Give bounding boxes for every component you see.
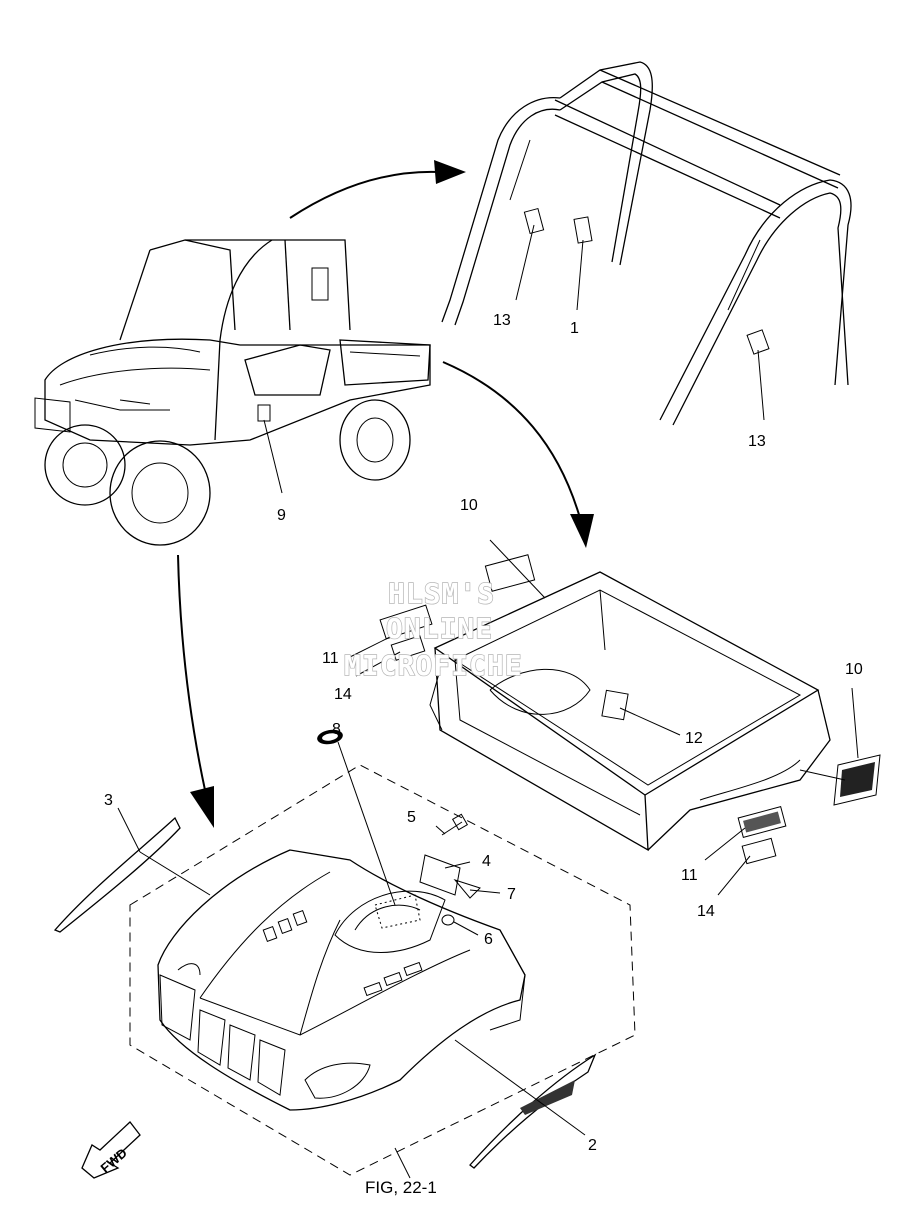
watermark-line-2: ONLINE xyxy=(386,612,493,645)
callout-14-right: 14 xyxy=(697,903,715,920)
callout-3: 3 xyxy=(104,792,113,809)
leader-lines xyxy=(117,224,859,1179)
callout-2: 2 xyxy=(588,1137,597,1154)
callout-10-upper: 10 xyxy=(460,497,478,514)
callout-12: 12 xyxy=(685,730,703,747)
hood-assembly xyxy=(53,729,636,1176)
callout-7: 7 xyxy=(507,886,516,903)
callout-6: 6 xyxy=(484,931,493,948)
callout-11-right: 11 xyxy=(681,867,698,884)
roll-cage-assembly xyxy=(441,61,852,426)
callout-labels: 13 1 13 9 10 11 14 12 10 11 14 8 3 5 4 7… xyxy=(104,312,863,1154)
callout-5: 5 xyxy=(407,809,416,826)
figure-reference: FIG, 22-1 xyxy=(365,1178,437,1197)
callout-9: 9 xyxy=(277,507,286,524)
callout-13-left: 13 xyxy=(493,312,511,329)
vehicle-overview xyxy=(34,239,431,546)
callout-11-left: 11 xyxy=(322,650,339,667)
cargo-bed-assembly xyxy=(379,554,881,865)
flow-arrows xyxy=(177,160,594,828)
callout-4: 4 xyxy=(482,853,491,870)
watermark-line-3: MICROFICHE xyxy=(344,649,523,682)
watermark-line-1: HLSM'S xyxy=(388,577,495,610)
callout-14-left: 14 xyxy=(334,686,352,703)
watermark: HLSM'S ONLINE MICROFICHE xyxy=(343,576,523,682)
callout-8: 8 xyxy=(332,721,341,738)
forward-direction-arrow: FWD xyxy=(81,1121,141,1179)
callout-1: 1 xyxy=(570,320,579,337)
callout-13-right: 13 xyxy=(748,433,766,450)
callout-10-right: 10 xyxy=(845,661,863,678)
